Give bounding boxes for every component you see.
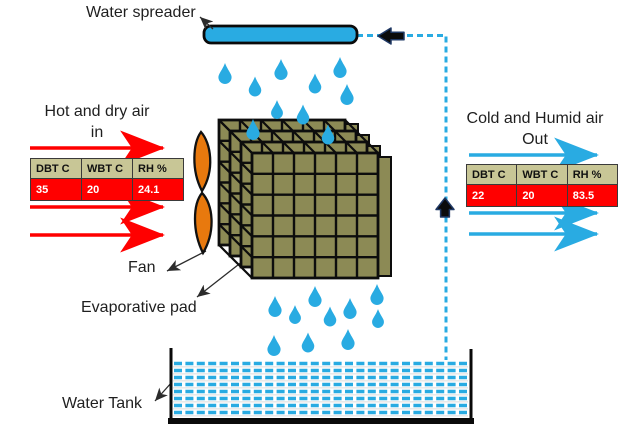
fan-blade-bottom <box>193 191 213 256</box>
water-droplet-icon <box>271 100 283 119</box>
pad-depth-diagonal <box>344 119 379 154</box>
outlet-table-value-row: 22 20 83.5 <box>465 184 618 207</box>
evaporative-pad <box>217 118 392 280</box>
water-droplet-icon <box>341 329 355 350</box>
evaporative-pad-leader-arrow <box>196 260 244 298</box>
outlet-header-rh: RH % <box>566 164 618 185</box>
pad-depth-diagonal <box>218 140 253 175</box>
fan-blades <box>193 130 213 256</box>
water-droplet-icon <box>323 306 337 327</box>
water-droplet-icon <box>308 73 322 94</box>
water-droplet-icon <box>343 298 357 319</box>
hot-air-title: Hot and dry air in <box>28 101 166 143</box>
pad-depth-diagonal <box>218 181 253 217</box>
pad-depth-diagonal <box>218 119 253 154</box>
outlet-air-table: DBT C WBT C RH % 22 20 83.5 <box>465 164 618 207</box>
water-droplet-icon <box>218 63 232 84</box>
outlet-header-wbt: WBT C <box>516 164 568 185</box>
pad-depth-diagonal <box>323 119 358 154</box>
water-droplet-icon <box>340 84 354 105</box>
pad-depth-diagonal <box>281 119 316 154</box>
outlet-value-dbt: 22 <box>465 184 518 207</box>
hot-air-title-line2: in <box>90 124 104 141</box>
outlet-header-dbt: DBT C <box>465 164 518 185</box>
water-droplet-icon <box>268 296 282 317</box>
pad-depth-diagonal <box>260 119 295 154</box>
outlet-value-wbt: 20 <box>516 184 568 207</box>
pipe-flow-up-arrow-icon <box>435 197 455 218</box>
pad-depth-diagonal <box>218 223 253 258</box>
pad-side-strip <box>377 156 392 277</box>
water-droplet-icon <box>372 309 384 328</box>
evaporative-pad-label: Evaporative pad <box>81 299 197 316</box>
outlet-table-header-row: DBT C WBT C RH % <box>465 164 618 185</box>
inlet-value-wbt: 20 <box>81 178 133 201</box>
pad-depth-diagonal <box>218 202 253 238</box>
water-pipe-dashed-line <box>357 34 448 360</box>
cold-air-title: Cold and Humid air Out <box>462 108 608 150</box>
water-spreader-label: Water spreader <box>86 4 196 21</box>
inlet-air-table: DBT C WBT C RH % 35 20 24.1 <box>30 158 184 201</box>
cold-air-title-line2: Out <box>522 131 548 148</box>
hot-air-title-line1: Hot and dry air <box>44 103 150 120</box>
pad-depth-diagonal <box>302 119 337 154</box>
water-droplet-icon <box>333 57 347 78</box>
fan-label: Fan <box>128 259 156 276</box>
inlet-table-value-row: 35 20 24.1 <box>30 178 184 201</box>
hot-air-arrows <box>30 130 165 253</box>
pad-depth-diagonal <box>218 244 253 279</box>
inlet-header-dbt: DBT C <box>30 158 82 179</box>
water-droplet-icon <box>274 59 288 80</box>
pad-depth-diagonal <box>218 160 253 196</box>
fan-leader-arrow <box>166 250 207 272</box>
falling-droplets-lower <box>267 284 384 356</box>
water-spreader-leader-arrow <box>199 16 214 30</box>
water-spreader-bar <box>202 24 359 45</box>
water-tank-leader-arrow <box>154 381 173 402</box>
water-tank-label: Water Tank <box>62 395 143 412</box>
cold-air-title-line1: Cold and Humid air <box>466 110 604 127</box>
cold-air-arrows <box>469 137 599 252</box>
tank-bottom <box>168 418 474 424</box>
water-droplet-icon <box>301 332 315 353</box>
water-droplet-icon <box>267 335 281 356</box>
pipe-flow-left-arrow-icon <box>377 27 405 45</box>
water-tank <box>168 348 474 424</box>
inlet-header-rh: RH % <box>132 158 184 179</box>
inlet-header-wbt: WBT C <box>81 158 133 179</box>
tank-water-dashes <box>173 361 468 417</box>
inlet-value-rh: 24.1 <box>132 178 184 201</box>
water-droplet-icon <box>248 76 262 97</box>
water-droplet-icon <box>289 305 301 324</box>
water-droplet-icon <box>308 286 322 307</box>
water-droplet-icon <box>296 104 310 125</box>
outlet-value-rh: 83.5 <box>566 184 618 207</box>
water-droplet-icon <box>370 284 384 305</box>
inlet-table-header-row: DBT C WBT C RH % <box>30 158 184 179</box>
inlet-value-dbt: 35 <box>30 178 82 201</box>
fan-blade-top <box>193 130 212 194</box>
